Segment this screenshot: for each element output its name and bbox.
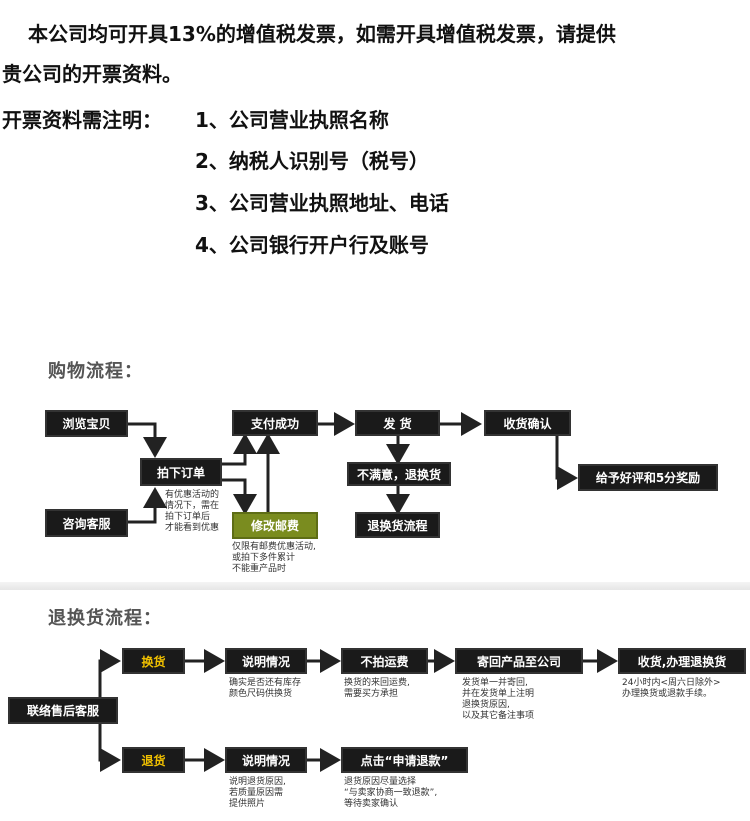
note-line: 不能重产品时 <box>232 564 287 574</box>
note-send-back: 发货单一并寄回, 并在发货单上注明 退换货原因, 以及其它备注事项 <box>462 678 534 722</box>
note-no-shipping: 换货的来回运费, 需要买方承担 <box>344 678 410 700</box>
note-line: 说明退货原因, <box>229 777 286 787</box>
note-line: 才能看到优惠 <box>165 523 220 533</box>
section-divider <box>0 582 750 590</box>
note-line: 仅限有邮费优惠活动, <box>232 542 316 552</box>
step-return-flow: 退换货流程 <box>355 512 440 538</box>
step-no-shipping-fee: 不拍运费 <box>341 648 428 674</box>
note-line: 退货原因尽量选择 <box>344 777 417 787</box>
note-line: 并在发货单上注明 <box>462 689 535 699</box>
returns-flow-title: 退换货流程： <box>48 608 162 629</box>
note-line: 确实是否还有库存 <box>229 678 302 688</box>
step-place-order: 拍下订单 <box>140 458 222 486</box>
invoice-line-2: 贵公司的开票资料。 <box>2 62 182 86</box>
note-line: 颜色尺码供换货 <box>229 689 293 699</box>
step-contact-aftersales: 联络售后客服 <box>8 697 118 724</box>
step-unsatisfied-return: 不满意，退换货 <box>347 462 451 486</box>
note-line: 退换货原因, <box>462 700 510 710</box>
invoice-label: 开票资料需注明： <box>2 108 162 132</box>
step-explain-refund: 说明情况 <box>225 747 307 773</box>
step-browse: 浏览宝贝 <box>45 410 128 437</box>
step-confirm-receipt: 收货确认 <box>484 410 571 436</box>
step-refund: 退货 <box>122 747 185 773</box>
step-ship: 发 货 <box>355 410 440 436</box>
note-line: 以及其它备注事项 <box>462 711 535 721</box>
step-explain-exchange: 说明情况 <box>225 648 307 674</box>
invoice-item-4: 4、公司银行开户行及账号 <box>195 233 429 257</box>
note-line: 有优惠活动的 <box>165 490 220 500</box>
note-line: 24小时内<周六日除外> <box>622 678 721 688</box>
note-explain-exchange: 确实是否还有库存 颜色尺码供换货 <box>229 678 301 700</box>
invoice-item-2: 2、纳税人识别号（税号） <box>195 149 429 173</box>
note-line: 若质量原因需 <box>229 788 284 798</box>
note-line: 需要买方承担 <box>344 689 399 699</box>
note-line: “与卖家协商一致退款”, <box>344 788 438 798</box>
step-modify-postage: 修改邮费 <box>232 512 318 539</box>
note-postage: 仅限有邮费优惠活动, 或拍下多件累计 不能重产品时 <box>232 542 316 575</box>
note-line: 拍下订单后 <box>165 512 211 522</box>
invoice-line-1: 本公司均可开具13%的增值税发票，如需开具增值税发票，请提供 <box>28 22 616 46</box>
step-give-reward: 给予好评和5分奖励 <box>578 464 718 491</box>
step-send-back: 寄回产品至公司 <box>455 648 583 674</box>
note-line: 换货的来回运费, <box>344 678 410 688</box>
note-line: 等待卖家确认 <box>344 799 399 809</box>
note-discount: 有优惠活动的 情况下，需在 拍下订单后 才能看到优惠 <box>165 490 219 534</box>
note-receive: 24小时内<周六日除外> 办理换货或退款手续。 <box>622 678 721 700</box>
note-line: 情况下，需在 <box>165 501 220 511</box>
note-line: 或拍下多件累计 <box>232 553 296 563</box>
note-line: 办理换货或退款手续。 <box>622 689 713 699</box>
invoice-item-3: 3、公司营业执照地址、电话 <box>195 191 449 215</box>
step-receive-process: 收货,办理退换货 <box>618 648 746 674</box>
note-line: 发货单一并寄回, <box>462 678 528 688</box>
invoice-item-1: 1、公司营业执照名称 <box>195 108 389 132</box>
step-consult-service: 咨询客服 <box>45 509 128 537</box>
step-apply-refund: 点击“申请退款” <box>341 747 468 773</box>
note-apply-refund: 退货原因尽量选择 “与卖家协商一致退款”, 等待卖家确认 <box>344 777 437 810</box>
step-exchange: 换货 <box>122 648 185 674</box>
step-payment-success: 支付成功 <box>232 410 318 436</box>
shopping-flow-title: 购物流程： <box>48 361 143 382</box>
note-explain-refund: 说明退货原因, 若质量原因需 提供照片 <box>229 777 286 810</box>
note-line: 提供照片 <box>229 799 266 809</box>
